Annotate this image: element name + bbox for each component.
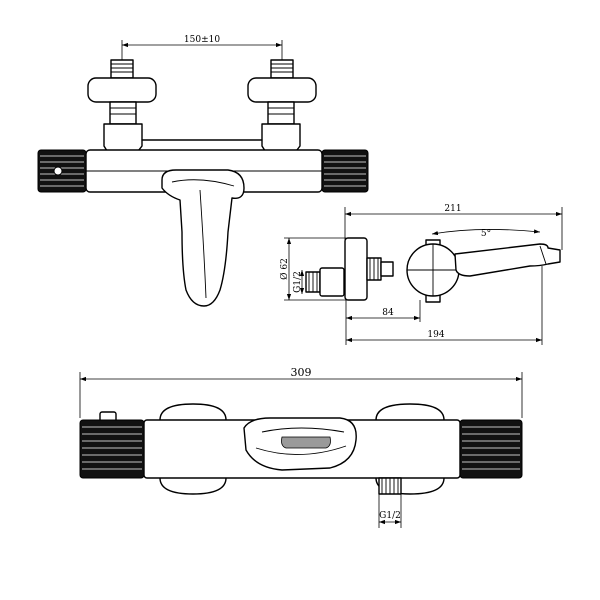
handle-angle-dimension: 5°	[431, 229, 541, 239]
outlet-thread-dimension: G1/2	[378, 494, 402, 528]
wall-to-body-label: 84	[382, 308, 394, 318]
wall-to-handle-dimension: 194	[346, 266, 543, 345]
top-view: 309	[79, 366, 523, 528]
wall-to-handle-label: 194	[427, 330, 444, 340]
left-knurled-cap-top	[79, 411, 145, 479]
body-diameter-dimension: Ø 62	[279, 237, 346, 301]
wall-to-body-dimension: 84	[345, 300, 421, 345]
outlet-connector-top	[378, 477, 402, 495]
overall-width-dimension: 309	[79, 366, 523, 418]
wall-flange-side	[344, 237, 394, 301]
body-diameter-label: Ø 62	[279, 258, 290, 280]
front-view: 150±10	[37, 35, 369, 307]
side-inlet-thread: G1/2	[293, 267, 345, 297]
side-inlet-thread-label: G1/2	[293, 271, 303, 293]
overall-depth-dimension: 211	[344, 204, 563, 250]
inlet-spacing-dimension: 150±10	[121, 35, 283, 62]
inlet-spacing-label: 150±10	[184, 35, 220, 45]
side-view: 211 5° Ø 62 G1/2	[279, 204, 563, 345]
outlet-thread-label: G1/2	[379, 511, 401, 521]
right-knurled-cap-top	[459, 419, 523, 479]
overall-depth-label: 211	[444, 204, 461, 214]
right-knurled-cap	[321, 149, 369, 193]
left-knurled-cap	[37, 149, 87, 193]
handle-side	[454, 243, 561, 277]
mixer-body-side	[406, 239, 460, 303]
spout-front	[161, 169, 245, 307]
right-inlet-connector	[247, 59, 317, 161]
left-inlet-connector	[87, 59, 157, 161]
handle-top	[243, 417, 357, 471]
overall-width-label: 309	[291, 366, 312, 379]
handle-angle-label: 5°	[481, 229, 491, 239]
